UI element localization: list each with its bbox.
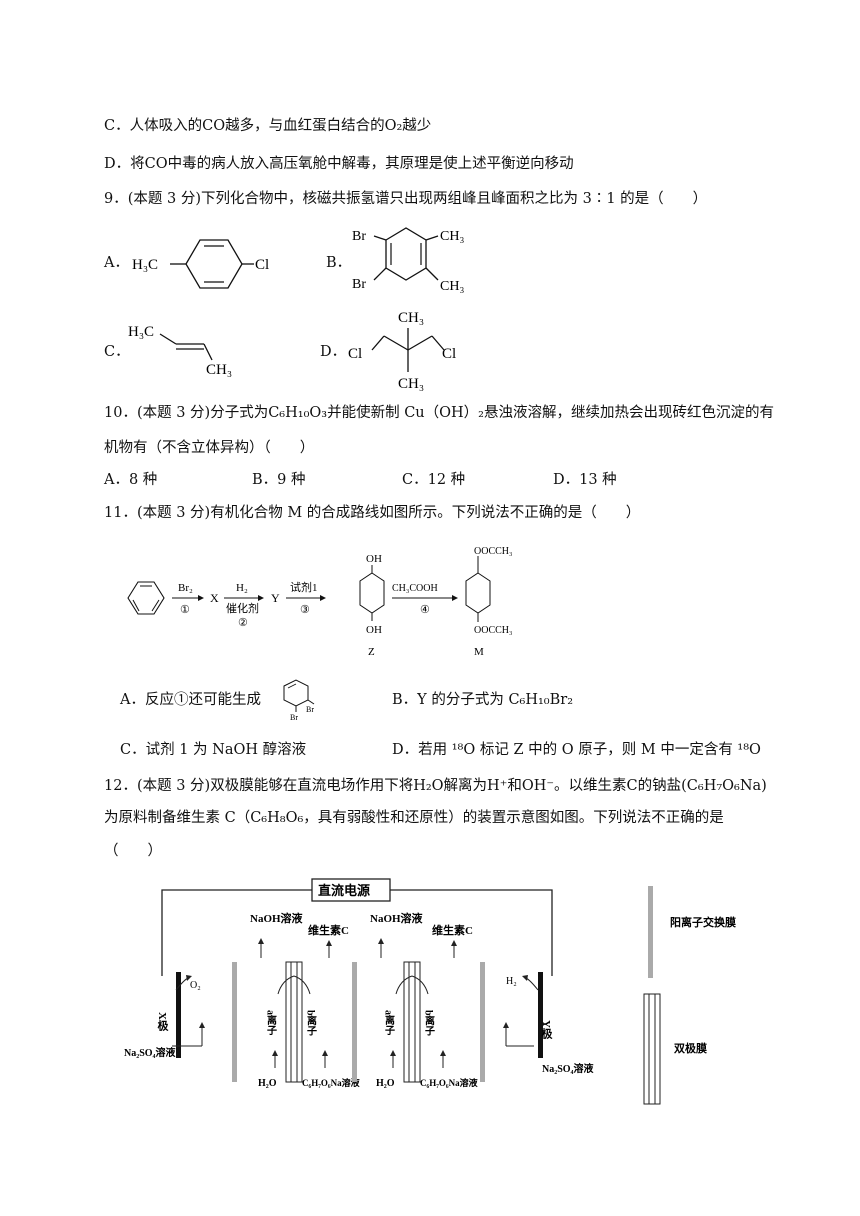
q11-z: Z [368, 646, 375, 658]
q11-stem: 11．(本题 3 分)有机化合物 M 的合成路线如图所示。下列说法不正确的是（ … [104, 505, 641, 521]
legend-bipolar-membrane [643, 993, 661, 1105]
h2o-label-1: H₂O [258, 1078, 277, 1089]
c6h7o6na-label-2: C₆H₇O₆Na溶液 [420, 1077, 479, 1088]
q9-stem: 9．(本题 3 分)下列化合物中，核磁共振氢谱只出现两组峰且峰面积之比为 3∶1… [104, 191, 708, 207]
q11-a-br2: Br [290, 713, 298, 722]
q11-reagent2: H₂ [236, 582, 248, 594]
x-electrode [176, 972, 181, 1058]
vitc-label-1: 维生素C [308, 923, 349, 937]
q11-reagent4: CH₃COOH [392, 583, 438, 594]
q10-stem-line2: 机物有（不含立体异构）（ ） [104, 440, 315, 456]
naoh-label-2: NaOH溶液 [370, 911, 424, 925]
q11-step3: ③ [300, 604, 310, 616]
q11-step1: ① [180, 604, 190, 616]
q10-option-d: D．13 种 [553, 472, 617, 488]
q9-label-c: C． [104, 344, 130, 360]
x-electrode-label: X极 [156, 1012, 169, 1032]
cation-membrane-3 [480, 962, 485, 1082]
na2so4-right-label: Na₂SO₄溶液 [542, 1062, 594, 1075]
q11-z-oh-bot: OH [366, 624, 382, 636]
q12-electrolysis-diagram: 直流电源 O₂ X极 Na₂SO₄溶液 NaOH溶液 维生素C a离子 b离子 … [124, 878, 736, 1105]
q11-a-br1: Br [306, 705, 314, 714]
cation-membrane-1 [232, 962, 237, 1082]
q11-m-top: OOCCH₃ [474, 546, 513, 557]
q12-stem-line3: （ ） [104, 843, 162, 859]
naoh-label-1: NaOH溶液 [250, 911, 304, 925]
q11-option-a: A．反应①还可能生成 [120, 692, 261, 708]
legend-bipolar-label: 双极膜 [674, 1041, 707, 1055]
q11-reagent3: 试剂1 [290, 580, 318, 594]
q9-c-right: CH₃ [206, 362, 232, 378]
legend-cation-membrane [648, 886, 653, 978]
q10-option-b: B．9 种 [252, 472, 306, 488]
q8-option-d: D．将CO中毒的病人放入高压氧舱中解毒，其原理是使上述平衡逆向移动 [104, 156, 574, 172]
h2-label: H₂ [506, 976, 517, 987]
b-ion-label-2: b离子 [423, 1010, 435, 1036]
q11-catalyst: 催化剂 [226, 601, 259, 615]
q9-b-br2: Br [352, 277, 366, 292]
q10-option-c: C．12 种 [402, 472, 466, 488]
q10-stem-line1: 10．(本题 3 分)分子式为C₆H₁₀O₃并能使新制 Cu（OH）₂悬浊液溶解… [104, 405, 774, 421]
q11-step4: ④ [420, 604, 430, 616]
legend-cation-label: 阳离子交换膜 [670, 915, 736, 929]
a-ion-label-2: a离子 [383, 1010, 395, 1036]
q12-stem-line2: 为原料制备维生素 C（C₆H₈O₆，具有弱酸性和还原性）的装置示意图如图。下列说… [104, 810, 724, 826]
q9-c-left: H₃C [128, 324, 154, 340]
q9-d-top: CH₃ [398, 310, 424, 326]
y-electrode [538, 972, 543, 1058]
b-ion-label-1: b离子 [305, 1010, 317, 1036]
q9-b-me1: CH₃ [440, 229, 464, 244]
power-supply-box [311, 878, 391, 902]
bipolar-membrane-2 [403, 961, 421, 1083]
q9-b-me2: CH₃ [440, 279, 464, 294]
q9-structure-c: H₃C CH₃ [128, 324, 232, 378]
q11-step2: ② [238, 617, 248, 629]
q9-b-br1: Br [352, 229, 366, 244]
q11-option-b: B．Y 的分子式为 C₆H₁₀Br₂ [392, 692, 574, 708]
q9-structure-b: Br Br CH₃ CH₃ [352, 227, 464, 294]
q10-option-a: A．8 种 [104, 472, 158, 488]
q11-m-bot: OOCCH₃ [474, 625, 513, 636]
h2o-label-2: H₂O [376, 1078, 395, 1089]
o2-label: O₂ [190, 980, 201, 991]
q11-y: Y [271, 591, 280, 605]
q9-label-d: D． [320, 344, 347, 360]
q11-synthesis-scheme: Br₂ ① X H₂ 催化剂 ② Y 试剂1 ③ OH OH Z CH₃COOH… [127, 546, 513, 658]
q9-d-bottom: CH₃ [398, 376, 424, 392]
q9-label-a: A． [104, 255, 129, 271]
q11-option-a-structure: Br Br [283, 679, 314, 722]
cation-membrane-2 [352, 962, 357, 1082]
c6h7o6na-label-1: C₆H₇O₆Na溶液 [302, 1077, 361, 1088]
q9-d-right: Cl [442, 346, 456, 362]
q9-structure-d: CH₃ Cl Cl CH₃ [348, 310, 456, 392]
q9-d-left: Cl [348, 346, 362, 362]
q9-a-chloro: Cl [255, 257, 269, 273]
q11-x: X [210, 591, 219, 605]
bipolar-membrane-1 [285, 961, 303, 1083]
na2so4-left-label: Na₂SO₄溶液 [124, 1046, 176, 1059]
q11-reagent1: Br₂ [178, 582, 193, 594]
q12-stem-line1: 12．(本题 3 分)双极膜能够在直流电场作用下将H₂O解离为H⁺和OH⁻。以维… [104, 778, 767, 794]
q8-option-c: C．人体吸入的CO越多，与血红蛋白结合的O₂越少 [104, 118, 432, 134]
q11-option-d: D．若用 ¹⁸O 标记 Z 中的 O 原子，则 M 中一定含有 ¹⁸O [392, 742, 761, 758]
q11-z-oh-top: OH [366, 553, 382, 565]
power-supply-label: 直流电源 [318, 883, 370, 898]
vitc-label-2: 维生素C [432, 923, 473, 937]
q9-structure-a: H₃C Cl [132, 239, 269, 289]
q9-a-methyl: H₃C [132, 257, 158, 273]
y-electrode-label: Y极 [540, 1020, 553, 1040]
a-ion-label-1: a离子 [265, 1010, 277, 1036]
q11-option-c: C．试剂 1 为 NaOH 醇溶液 [120, 742, 307, 758]
q9-label-b: B． [326, 255, 352, 271]
q11-m: M [474, 646, 484, 658]
